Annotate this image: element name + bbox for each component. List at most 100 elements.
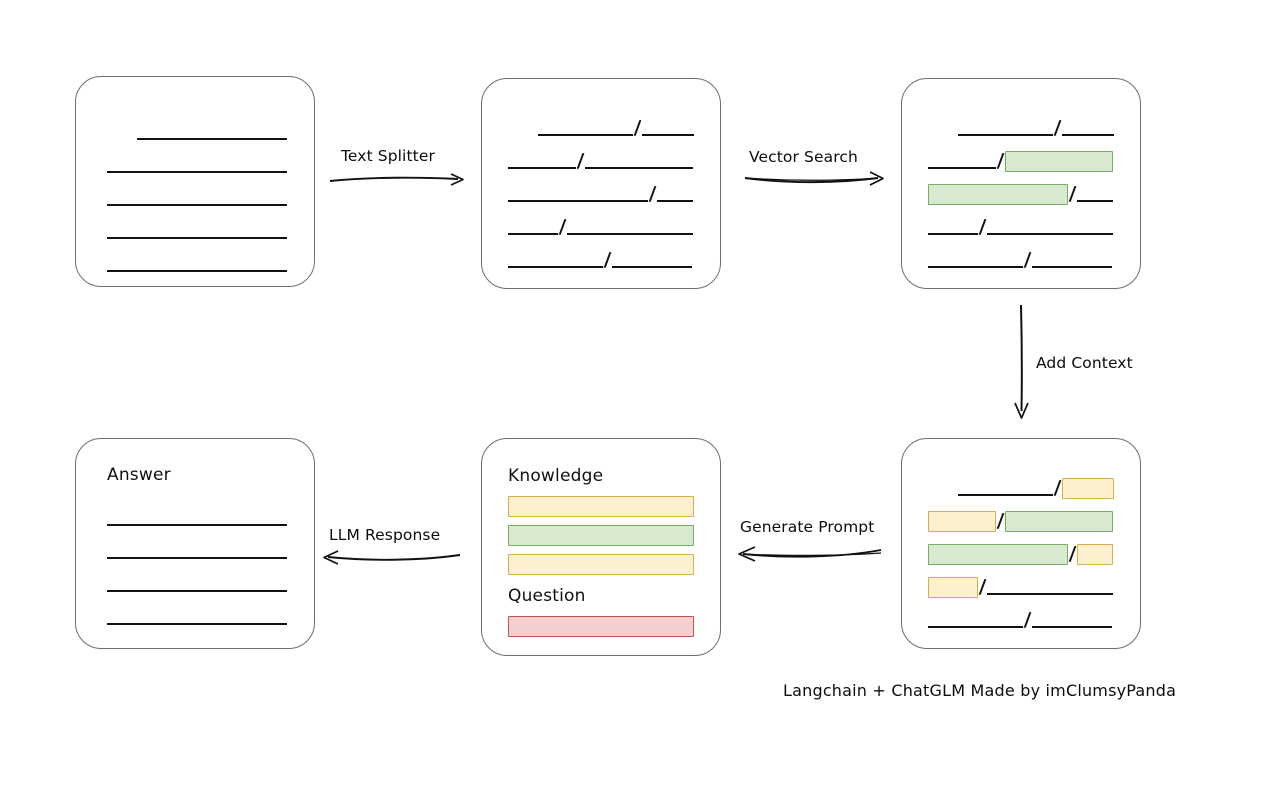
text-row (107, 573, 287, 595)
text-row: / (508, 216, 693, 238)
text-row: / (508, 183, 693, 205)
arrow-generate-prompt (738, 546, 882, 562)
node-prompt[interactable]: Knowledge Question (481, 438, 721, 656)
blank-line-segment (1031, 266, 1112, 268)
node-source-document[interactable] (75, 76, 315, 287)
matched-chunks-rows: / / / / / (902, 79, 1140, 288)
blank-line-segment (656, 200, 693, 202)
arrow-llm-response (323, 550, 461, 565)
blank-line-segment (107, 623, 287, 625)
text-row: / (928, 576, 1113, 598)
blank-line-segment (986, 593, 1113, 595)
split-chunks-rows: / / / / / (482, 79, 720, 288)
text-row (107, 540, 287, 562)
blank-line-segment (538, 134, 633, 136)
answer-rows (76, 439, 314, 648)
highlight-chip-yellow (508, 496, 694, 517)
blank-line-segment (928, 626, 1023, 628)
slash-separator: / (978, 216, 987, 238)
blank-line-segment (928, 266, 1023, 268)
slash-separator: / (978, 576, 987, 598)
slash-separator: / (633, 117, 642, 139)
slash-separator: / (603, 249, 612, 271)
blank-line-segment (107, 171, 287, 173)
blank-line-segment (137, 138, 287, 140)
text-row (107, 220, 287, 242)
node-matched-chunks[interactable]: / / / / / (901, 78, 1141, 289)
prompt-question-rows (482, 439, 720, 655)
answer-title: Answer (107, 465, 171, 485)
prompt-knowledge-label: Knowledge (508, 466, 604, 486)
text-row: / (928, 183, 1113, 205)
text-row: / (928, 117, 1114, 139)
text-row: / (928, 216, 1113, 238)
blank-line-segment (1061, 134, 1114, 136)
slash-separator: / (1068, 543, 1077, 565)
node-split-chunks[interactable]: / / / / / (481, 78, 721, 289)
highlight-chip-green (928, 183, 1068, 205)
slash-separator: / (576, 150, 585, 172)
highlight-chip-green (928, 543, 1068, 565)
arrow-vector-search (744, 171, 884, 186)
slash-separator: / (1053, 477, 1062, 499)
blank-line-segment (107, 557, 287, 559)
slash-separator: / (1023, 609, 1032, 631)
text-row: / (928, 510, 1113, 532)
text-row (107, 606, 287, 628)
slash-separator: / (996, 510, 1005, 532)
text-row: / (928, 249, 1112, 271)
blank-line-segment (1076, 200, 1113, 202)
edge-label-generate-prompt: Generate Prompt (740, 518, 875, 536)
node-answer[interactable]: Answer (75, 438, 315, 649)
text-row: / (508, 249, 692, 271)
edge-label-add-context: Add Context (1036, 354, 1133, 372)
blank-line-segment (107, 524, 287, 526)
source-document-rows (76, 77, 314, 286)
slash-separator: / (648, 183, 657, 205)
text-row: / (928, 150, 1113, 172)
edge-label-llm-response: LLM Response (329, 526, 441, 544)
edge-label-text-splitter: Text Splitter (341, 147, 435, 165)
blank-line-segment (584, 167, 693, 169)
prompt-question-label: Question (508, 586, 586, 606)
blank-line-segment (508, 266, 603, 268)
highlight-chip-yellow (928, 510, 996, 532)
highlight-chip-green (1004, 510, 1113, 532)
blank-line-segment (928, 233, 978, 235)
blank-line-segment (508, 233, 558, 235)
highlight-chip-yellow (1076, 543, 1113, 565)
slash-separator: / (558, 216, 567, 238)
highlight-chip-yellow (508, 554, 694, 575)
highlight-chip-yellow (1061, 477, 1114, 499)
text-row: / (508, 117, 694, 139)
blank-line-segment (107, 237, 287, 239)
text-row (107, 154, 287, 176)
slash-separator: / (1023, 249, 1032, 271)
slash-separator: / (1068, 183, 1077, 205)
text-row (107, 121, 287, 143)
blank-line-segment (107, 270, 287, 272)
slash-separator: / (1053, 117, 1062, 139)
text-row: / (508, 150, 693, 172)
edge-label-vector-search: Vector Search (749, 148, 858, 166)
node-context-chunks[interactable]: / / / / / (901, 438, 1141, 649)
blank-line-segment (958, 134, 1053, 136)
highlight-chip-red (508, 616, 694, 637)
blank-line-segment (958, 494, 1053, 496)
blank-line-segment (1031, 626, 1112, 628)
text-row (107, 507, 287, 529)
blank-line-segment (986, 233, 1113, 235)
diagram-caption: Langchain + ChatGLM Made by imClumsyPand… (783, 681, 1177, 700)
text-row (107, 187, 287, 209)
blank-line-segment (928, 167, 996, 169)
blank-line-segment (107, 204, 287, 206)
blank-line-segment (566, 233, 693, 235)
text-row: / (928, 477, 1114, 499)
text-row: / (928, 543, 1113, 565)
blank-line-segment (641, 134, 694, 136)
arrow-text-splitter (329, 173, 464, 186)
blank-line-segment (508, 167, 576, 169)
highlight-chip-green (508, 525, 694, 546)
text-row: / (928, 609, 1112, 631)
